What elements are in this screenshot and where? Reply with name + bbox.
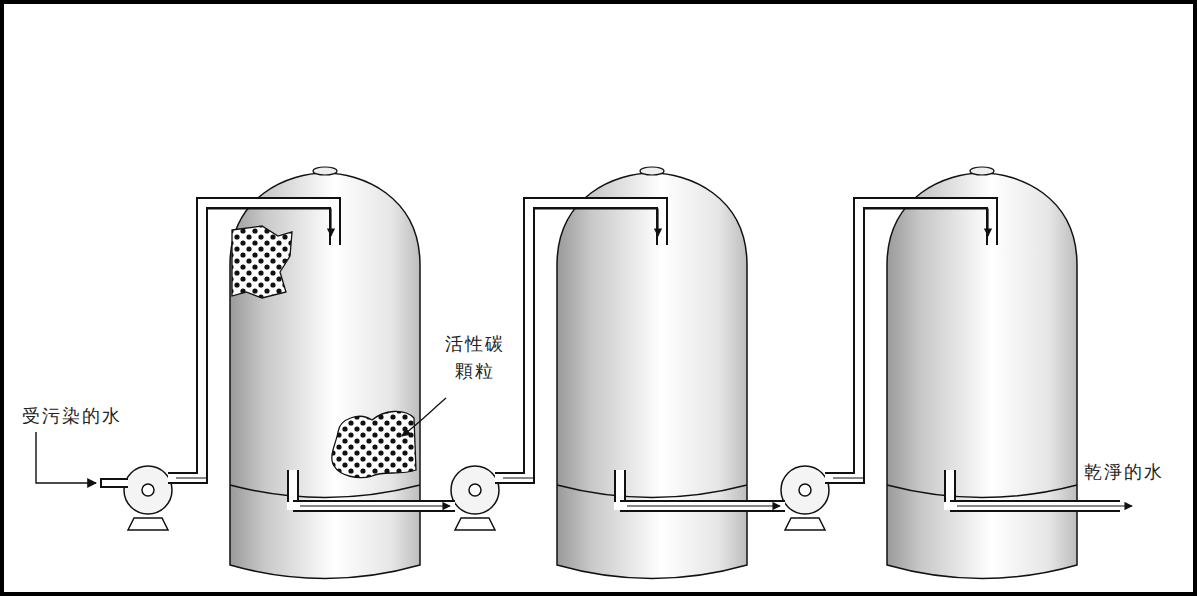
- outlet-label: 乾淨的水: [1084, 458, 1164, 485]
- part-label: 活性碳 顆粒: [436, 330, 514, 384]
- inlet-label: 受污染的水: [22, 402, 122, 429]
